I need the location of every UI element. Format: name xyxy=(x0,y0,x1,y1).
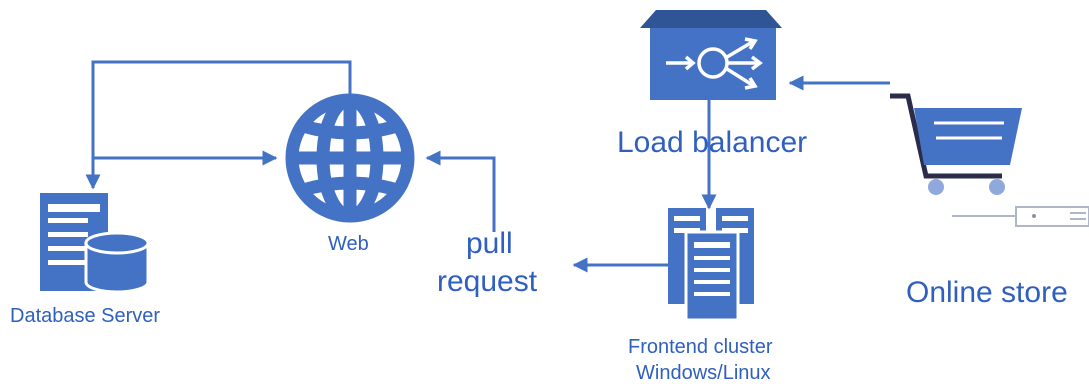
slider-icon xyxy=(952,206,1089,227)
frontend-cluster-label-line1: Frontend cluster xyxy=(628,336,773,358)
pull-request-label-line1: pull xyxy=(466,227,513,260)
load-balancer-icon xyxy=(640,10,782,100)
pull-request-label-line2: request xyxy=(437,265,538,298)
connectors xyxy=(85,60,890,273)
database-server-label: Database Server xyxy=(10,305,161,327)
online-store-label: Online store xyxy=(906,276,1068,309)
web-label: Web xyxy=(328,233,369,255)
server-cluster-icon xyxy=(668,208,754,322)
load-balancer-label: Load balancer xyxy=(617,126,808,159)
shopping-cart-icon xyxy=(890,93,1022,195)
server-database-icon xyxy=(40,193,150,294)
arrow-pull-request-to-web xyxy=(425,150,496,232)
arrow-web-to-database xyxy=(85,60,352,190)
globe-icon xyxy=(285,93,415,223)
frontend-cluster-label-line2: Windows/Linux xyxy=(636,362,771,384)
